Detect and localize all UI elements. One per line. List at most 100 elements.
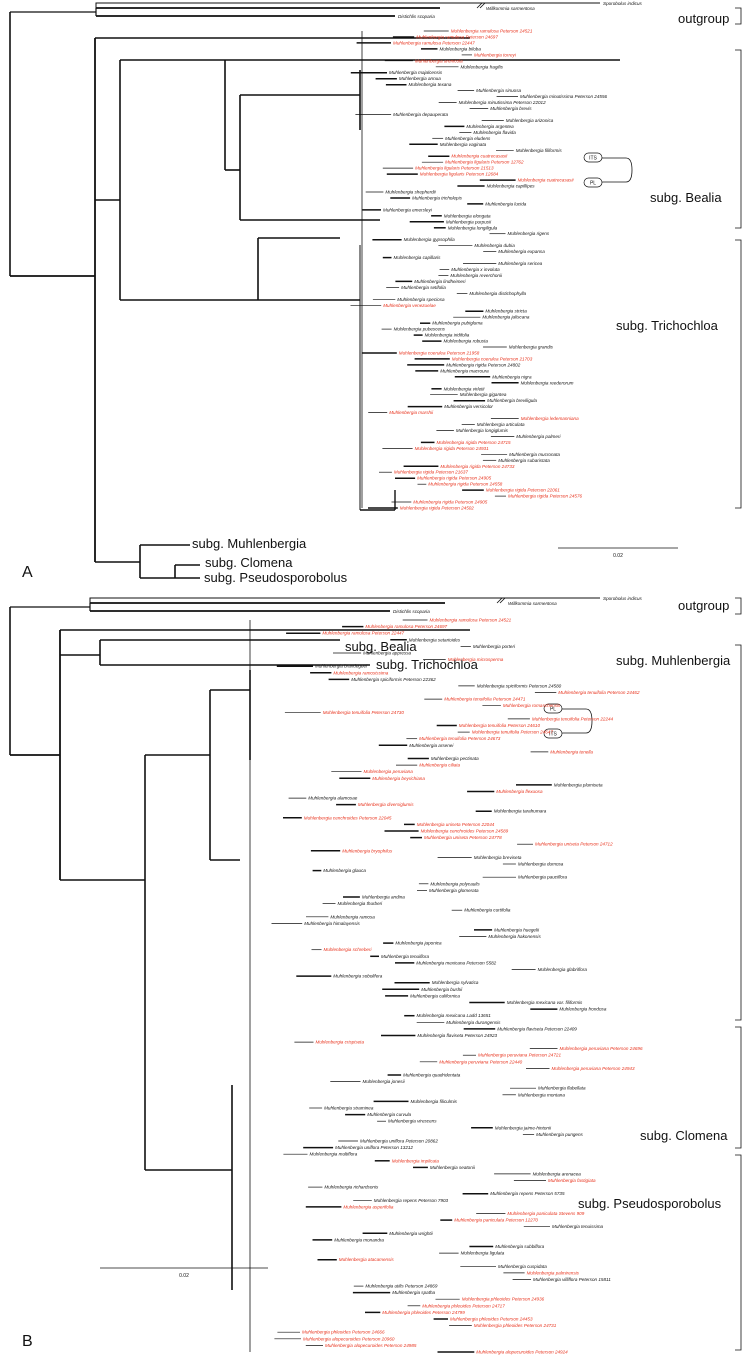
- clade-outgroup-a: outgroup: [678, 11, 729, 26]
- tip-label: Muhlenbergia robusta: [444, 339, 489, 344]
- tip-label: Muhlenbergia argentea: [466, 124, 514, 129]
- tip-label: Muhlenbergia ramulosa Peterson 24697: [365, 624, 447, 629]
- tip-label: Muhlenbergia ligulata: [461, 1251, 505, 1256]
- tip-label: Muhlenbergia ramulosa Peterson 22447: [322, 631, 404, 636]
- tip-label: Muhlenbergia repens Peterson 5735: [490, 1191, 565, 1196]
- tip-label: Muhlenbergia curvula: [367, 1112, 411, 1117]
- tip-label: Muhlenbergia asperifolia: [343, 1204, 393, 1209]
- tip-label: Muhlenbergia flavisetа Peterson 22409: [497, 1026, 577, 1031]
- tip-label: Muhlenbergia gigantea: [460, 392, 507, 397]
- tip-label: Muhlenbergia pauciflora: [518, 875, 567, 880]
- its-label-a: ITS: [589, 156, 597, 162]
- tip-label: Muhlenbergia plumiseta: [554, 782, 603, 787]
- tip-label: Muhlenbergia flabellata: [538, 1086, 586, 1091]
- tip-label: Muhlenbergia shepherdii: [385, 190, 436, 195]
- tip-label: Muhlenbergia ciliata: [419, 763, 460, 768]
- panel-label-a: A: [22, 564, 33, 581]
- pl-label-b: PL: [550, 707, 556, 713]
- tip-label: Muhlenbergia rigida Peterson 24905: [413, 500, 488, 505]
- tip-label: Muhlenbergia fastigiata: [548, 1178, 596, 1183]
- panelA-backbone: [9, 2, 742, 579]
- tip-label: Muhlenbergia phleoides Peterson 24799: [382, 1310, 465, 1315]
- tip-label: Muhlenbergia ligularis Peterson 12762: [445, 160, 524, 165]
- tip-label: Muhlenbergia implicata: [392, 1158, 440, 1163]
- tip-label: Muhlenbergia jaliscana: [482, 315, 529, 320]
- tip-label: Muhlenbergia capillipes: [487, 184, 536, 189]
- tip-label: Muhlenbergia spiciformis Peterson 24580: [477, 683, 562, 688]
- tip-label: Muhlenbergia dumosa: [518, 862, 564, 867]
- tip-label: Muhlenbergia texana: [409, 82, 452, 87]
- tip-label: Muhlenbergia tenuifolia Peterson 24610: [459, 723, 541, 728]
- tip-label: Muhlenbergia palmirensis: [527, 1270, 580, 1275]
- tip-label: Muhlenbergia filiformis: [516, 148, 563, 153]
- clade-muhlenbergia-a: subg. Muhlenbergia: [192, 536, 307, 551]
- tip-label: Muhlenbergia vaginata: [440, 142, 487, 147]
- tip-label: Muhlenbergia cuatrecasasii: [451, 154, 508, 159]
- tip-label: Muhlenbergia x involuta: [451, 267, 500, 272]
- clade-pseudosporobolus-b: subg. Pseudosporobolus: [578, 1196, 722, 1211]
- tip-label: Muhlenbergia sylvatica: [432, 980, 479, 985]
- tip-label: Muhlenbergia elongata: [444, 213, 491, 218]
- tip-label: Muhlenbergia cuspidata: [498, 1264, 547, 1269]
- tip-label: Muhlenbergia rigida Peterson 24558: [428, 482, 503, 487]
- tip-label: Muhlenbergia rigida Peterson 21637: [394, 470, 469, 475]
- tip-label: Muhlenbergia uniseta Peterson 22044: [417, 822, 495, 827]
- tip-label: Muhlenbergia peruviana Peterson 22440: [439, 1059, 522, 1064]
- tip-label: Muhlenbergia ligularis Peterson 21513: [415, 166, 494, 171]
- tip-label: Muhlenbergia dubia: [474, 243, 515, 248]
- tip-label: Muhlenbergia appressa: [363, 651, 411, 656]
- tip-label: Muhlenbergia romaschensis: [503, 703, 561, 708]
- tip-label: Muhlenbergia pectinata: [431, 756, 479, 761]
- tip-label: Muhlenbergia setifolia: [401, 285, 446, 290]
- tip-label: Muhlenbergia ramulosa Peterson 24521: [451, 29, 533, 34]
- tip-label: Muhlenbergia multiflora: [310, 1152, 358, 1157]
- tip-label: Muhlenbergia nigra: [492, 374, 532, 379]
- tip-label: Muhlenbergia villiflora Peterson 15811: [533, 1277, 611, 1282]
- tip-label: Muhlenbergia curtifolia: [464, 908, 511, 913]
- tip-label: Muhlenbergia torreyi: [474, 52, 517, 57]
- tip-label: Muhlenbergia expansa: [498, 249, 545, 254]
- tip-label: Muhlenbergia mexicana Peterson 5582: [416, 960, 496, 965]
- tip-label: Muhlenbergia bryophilus: [342, 848, 393, 853]
- outgroup-tip-label: Willkommia sarmentosa: [508, 601, 557, 606]
- tip-label: Muhlenbergia montana: [518, 1092, 565, 1097]
- tip-label: Muhlenbergia arenicola: [415, 58, 463, 63]
- tip-label: Muhlenbergia filiculmis: [411, 1099, 458, 1104]
- tip-label: Muhlenbergia rigida Peterson 22061: [486, 488, 561, 493]
- pl-label-a: PL: [590, 181, 596, 187]
- tip-label: Muhlenbergia straminea: [324, 1106, 374, 1111]
- tip-label: Muhlenbergia crispiseta: [316, 1040, 365, 1045]
- tip-label: Muhlenbergia lucida: [485, 201, 527, 206]
- outgroup-tip-label: Distichlis scoparia: [398, 14, 435, 19]
- tip-label: Muhlenbergia alopecuroides Peterson 2096…: [303, 1336, 395, 1341]
- tip-label: Muhlenbergia rigida Peterson 24931: [415, 446, 490, 451]
- tip-label: Muhlenbergia marshii: [389, 410, 434, 415]
- tip-label: Muhlenbergia peruviana Peterson 24696: [560, 1046, 643, 1051]
- tip-label: Muhlenbergia gypsophila: [404, 237, 456, 242]
- tip-label: Muhlenbergia virletii: [444, 386, 486, 391]
- tip-label: Muhlenbergia paniculata Stevens 909: [507, 1211, 584, 1216]
- tip-label: Muhlenbergia reverchonii: [450, 273, 503, 278]
- clade-bealia-a: subg. Bealia: [650, 190, 722, 205]
- tip-label: Muhlenbergia ramulosa Peterson 24521: [430, 618, 512, 623]
- tip-label: Muhlenbergia rigens: [508, 231, 550, 236]
- tip-label: Muhlenbergia venezuelae: [383, 303, 436, 308]
- tip-label: Muhlenbergia uniflora Peterson 20862: [360, 1139, 438, 1144]
- tip-label: Muhlenbergia tenuifolia Peterson 24673: [419, 736, 501, 741]
- tip-label: Muhlenbergia polycaulis: [430, 881, 480, 886]
- tip-label: Muhlenbergia arsenei: [409, 743, 454, 748]
- clade-pseudosporobolus-a: subg. Pseudosporobolus: [204, 570, 348, 585]
- clade-trichochloa-a: subg. Trichochloa: [616, 318, 719, 333]
- tip-label: Muhlenbergia alopecuroides Peterson 2492…: [476, 1350, 568, 1355]
- scale-label-b: 0.02: [179, 1273, 189, 1279]
- outgroup-tip-label: Distichlis scoparia: [393, 609, 430, 614]
- tip-label: Muhlenbergia phleoides Peterson 24666: [302, 1330, 385, 1335]
- tip-label: Muhlenbergia huegelii: [494, 927, 540, 932]
- tip-label: Muhlenbergia himalayensis: [304, 921, 360, 926]
- tip-label: Muhlenbergia peruviana Peterson 24721: [478, 1053, 561, 1058]
- tip-label: Muhlenbergia paniculata Peterson 12270: [454, 1218, 538, 1223]
- tip-label: Muhlenbergia tarahumara: [494, 809, 547, 814]
